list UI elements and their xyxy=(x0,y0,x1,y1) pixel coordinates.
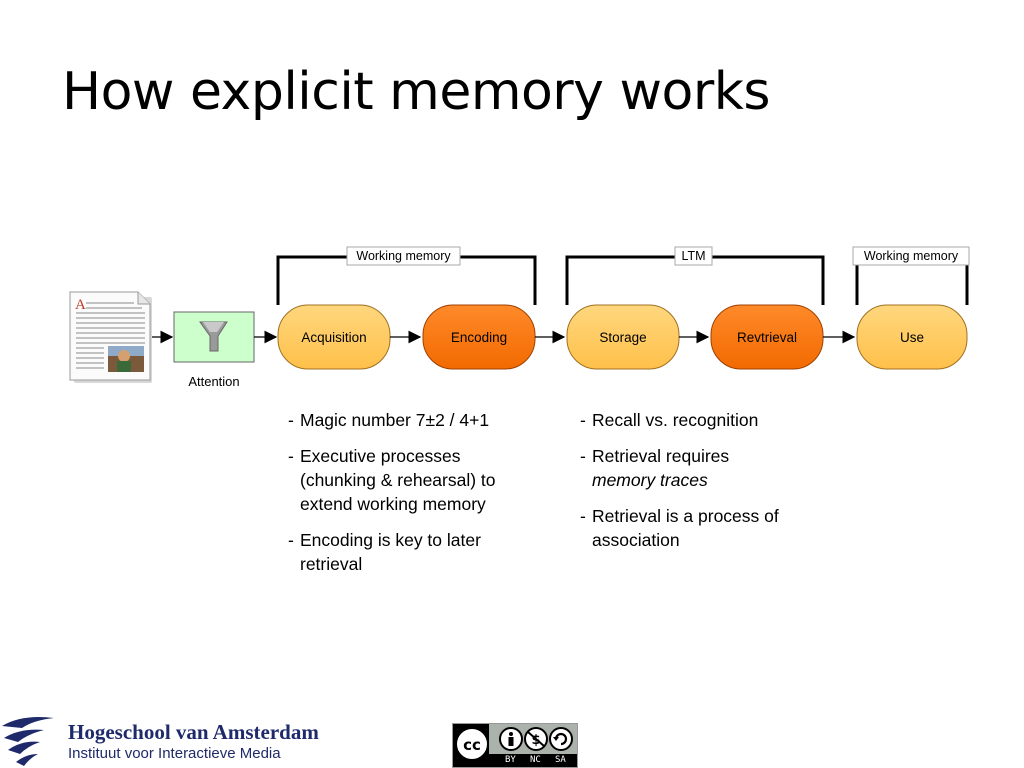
stage-use: Use xyxy=(856,304,968,370)
stage-label: Encoding xyxy=(451,330,507,345)
stage-label: Acquisition xyxy=(301,330,366,345)
cc-icons: cc $ xyxy=(453,724,577,767)
bracket-working-memory-2: Working memory xyxy=(852,246,970,305)
note-emphasis: memory traces xyxy=(592,470,708,490)
cc-nc-label: NC xyxy=(530,755,541,765)
hva-logo-icon xyxy=(2,717,54,766)
notes-ltm: Recall vs. recognition Retrieval require… xyxy=(578,408,818,564)
note-item: Recall vs. recognition xyxy=(578,408,818,432)
note-item: Retrieval is a process of association xyxy=(578,504,818,552)
note-text: Retrieval requires xyxy=(592,446,730,466)
stage-label: Use xyxy=(900,330,924,345)
org-name: Hogeschool van Amsterdam xyxy=(68,720,319,744)
attention-box: Attention xyxy=(173,311,255,389)
funnel-icon xyxy=(199,321,228,352)
cc-by-label: BY xyxy=(505,755,516,765)
cc-sa-label: SA xyxy=(555,755,566,765)
cc-license-badge: cc $ BY NC SA xyxy=(452,723,578,768)
nc-icon: $ xyxy=(524,727,548,751)
sa-icon xyxy=(549,727,573,751)
stage-retrieval: Revtrieval xyxy=(710,304,824,370)
stage-label: Storage xyxy=(599,330,646,345)
bracket-working-memory-1: Working memory xyxy=(276,246,537,305)
bracket-label: Working memory xyxy=(864,249,959,263)
stage-acquisition: Acquisition xyxy=(277,304,391,370)
by-icon xyxy=(499,727,523,751)
note-item: Encoding is key to later retrieval xyxy=(286,528,516,576)
bracket-ltm: LTM xyxy=(565,246,825,305)
note-item: Executive processes (chunking & rehearsa… xyxy=(286,444,516,516)
stage-encoding: Encoding xyxy=(422,304,536,370)
stage-storage: Storage xyxy=(566,304,680,370)
note-item: Magic number 7±2 / 4+1 xyxy=(286,408,516,432)
attention-label: Attention xyxy=(188,374,239,389)
slide-title: How explicit memory works xyxy=(62,62,770,122)
document-icon: A xyxy=(69,291,152,383)
svg-text:A: A xyxy=(75,297,86,313)
cc-icon: cc xyxy=(455,727,489,761)
org-subtitle: Instituut voor Interactieve Media xyxy=(68,745,281,762)
note-item: Retrieval requires memory traces xyxy=(578,444,818,492)
svg-text:$: $ xyxy=(531,733,540,748)
bracket-label: Working memory xyxy=(356,249,451,263)
svg-text:cc: cc xyxy=(463,736,481,754)
stage-label: Revtrieval xyxy=(737,330,797,345)
notes-working-memory: Magic number 7±2 / 4+1 Executive process… xyxy=(286,408,516,588)
bracket-label: LTM xyxy=(681,249,705,263)
